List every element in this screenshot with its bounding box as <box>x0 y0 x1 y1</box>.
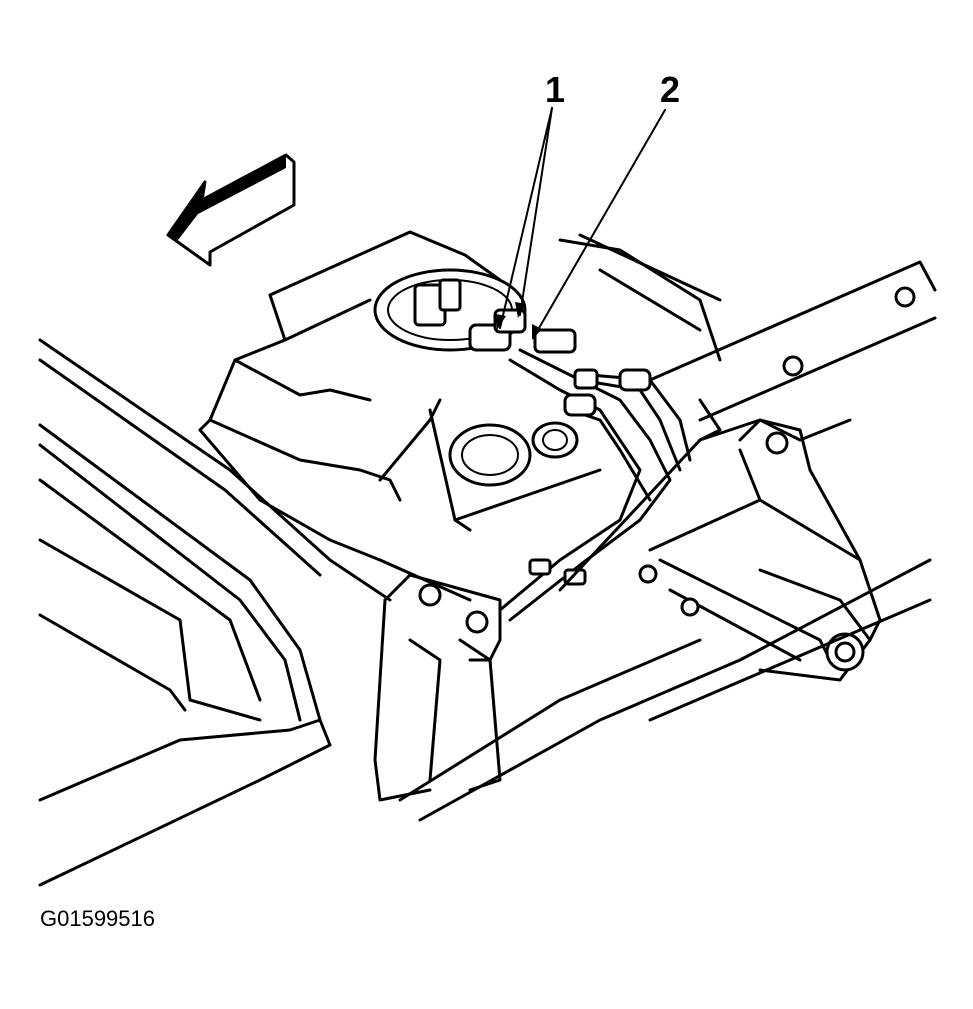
cross-member <box>398 260 937 822</box>
callout-2: 2 <box>660 69 681 110</box>
figure-id: G01599516 <box>40 906 155 931</box>
direction-arrow-icon <box>166 153 296 267</box>
callout-leaders <box>496 107 666 340</box>
left-frame-rail <box>38 338 392 887</box>
fuel-lines <box>498 348 692 622</box>
fuel-tank <box>198 230 722 602</box>
frame-bracket <box>373 573 502 802</box>
callout-1: 1 <box>545 69 566 110</box>
